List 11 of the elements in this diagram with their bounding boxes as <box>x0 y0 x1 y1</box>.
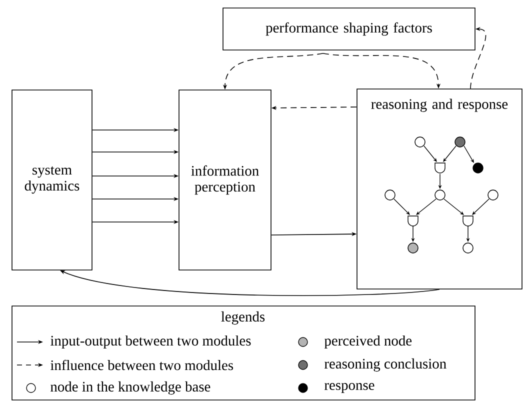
module-box: information perception <box>178 90 272 270</box>
legend-text: response <box>324 383 374 393</box>
legend-text: input-output between two modules <box>50 335 251 349</box>
legend-text: node in the knowledge base <box>50 381 210 395</box>
legend-text: influence between two modules <box>50 360 234 370</box>
module-box: reasoning and response <box>356 88 522 290</box>
legend-text: perceived node <box>324 335 412 349</box>
legend-title: legends <box>221 311 265 325</box>
legend-text: reasoning conclusion <box>324 358 446 372</box>
module-box: system dynamics <box>12 90 92 270</box>
factor-box: performance shaping factors <box>222 8 476 50</box>
